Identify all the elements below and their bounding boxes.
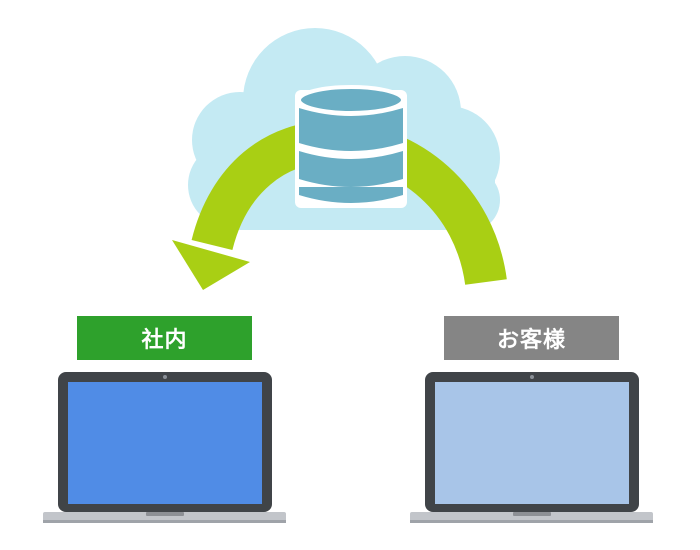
laptop-customer [410, 372, 653, 523]
laptop-base [43, 512, 286, 522]
laptop-screen [68, 382, 262, 504]
customer-label: お客様 [444, 316, 619, 360]
arrow-head [172, 240, 250, 290]
laptop-screen [435, 382, 629, 504]
laptop-base [410, 512, 653, 522]
database-icon [295, 85, 407, 208]
laptop-internal [43, 372, 286, 523]
internal-label: 社内 [77, 316, 252, 360]
